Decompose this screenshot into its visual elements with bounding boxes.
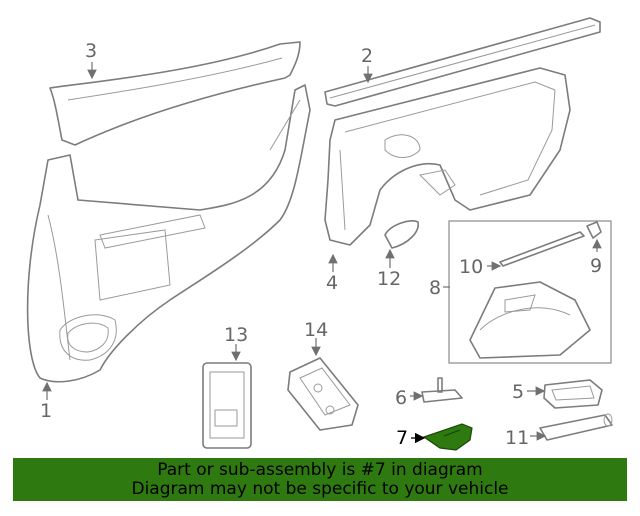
- part-3-upper-trim: [49, 41, 301, 146]
- callout-2: 2: [361, 45, 373, 67]
- callout-8: 8: [429, 277, 441, 299]
- callout-12: 12: [377, 268, 401, 290]
- callout-13: 13: [224, 324, 248, 346]
- callout-9: 9: [590, 255, 602, 277]
- callout-10: 10: [459, 256, 483, 278]
- part-4-door-frame: [324, 67, 571, 246]
- info-banner: Part or sub-assembly is #7 in diagram Di…: [13, 458, 627, 501]
- part-7-highlighted: [422, 423, 473, 451]
- part-8-box: [448, 220, 612, 364]
- part-14-switch-panel: [287, 357, 359, 431]
- callout-5: 5: [512, 381, 524, 403]
- part-5-inside-handle: [543, 379, 603, 409]
- callout-leaders: [42, 62, 602, 444]
- part-11-pad: [539, 413, 613, 441]
- part-12-clip: [384, 220, 419, 249]
- part-6-trim-piece: [421, 377, 463, 403]
- part-2-belt-strip: [324, 17, 601, 107]
- callout-14: 14: [304, 319, 328, 341]
- callout-labels: 1 2 3 4 5 6 7 8 9 10 11 12 13 14: [40, 40, 602, 449]
- part-13-switch-housing: [202, 362, 252, 449]
- callout-11: 11: [505, 427, 529, 449]
- banner-line-2: Diagram may not be specific to your vehi…: [131, 479, 509, 499]
- callout-1: 1: [40, 400, 52, 422]
- callout-3: 3: [85, 40, 97, 62]
- callout-7: 7: [396, 427, 408, 449]
- part-1-door-trim-panel: [26, 84, 311, 383]
- callout-4: 4: [326, 272, 338, 294]
- banner-line-1: Part or sub-assembly is #7 in diagram: [157, 460, 483, 480]
- callout-6: 6: [395, 387, 407, 409]
